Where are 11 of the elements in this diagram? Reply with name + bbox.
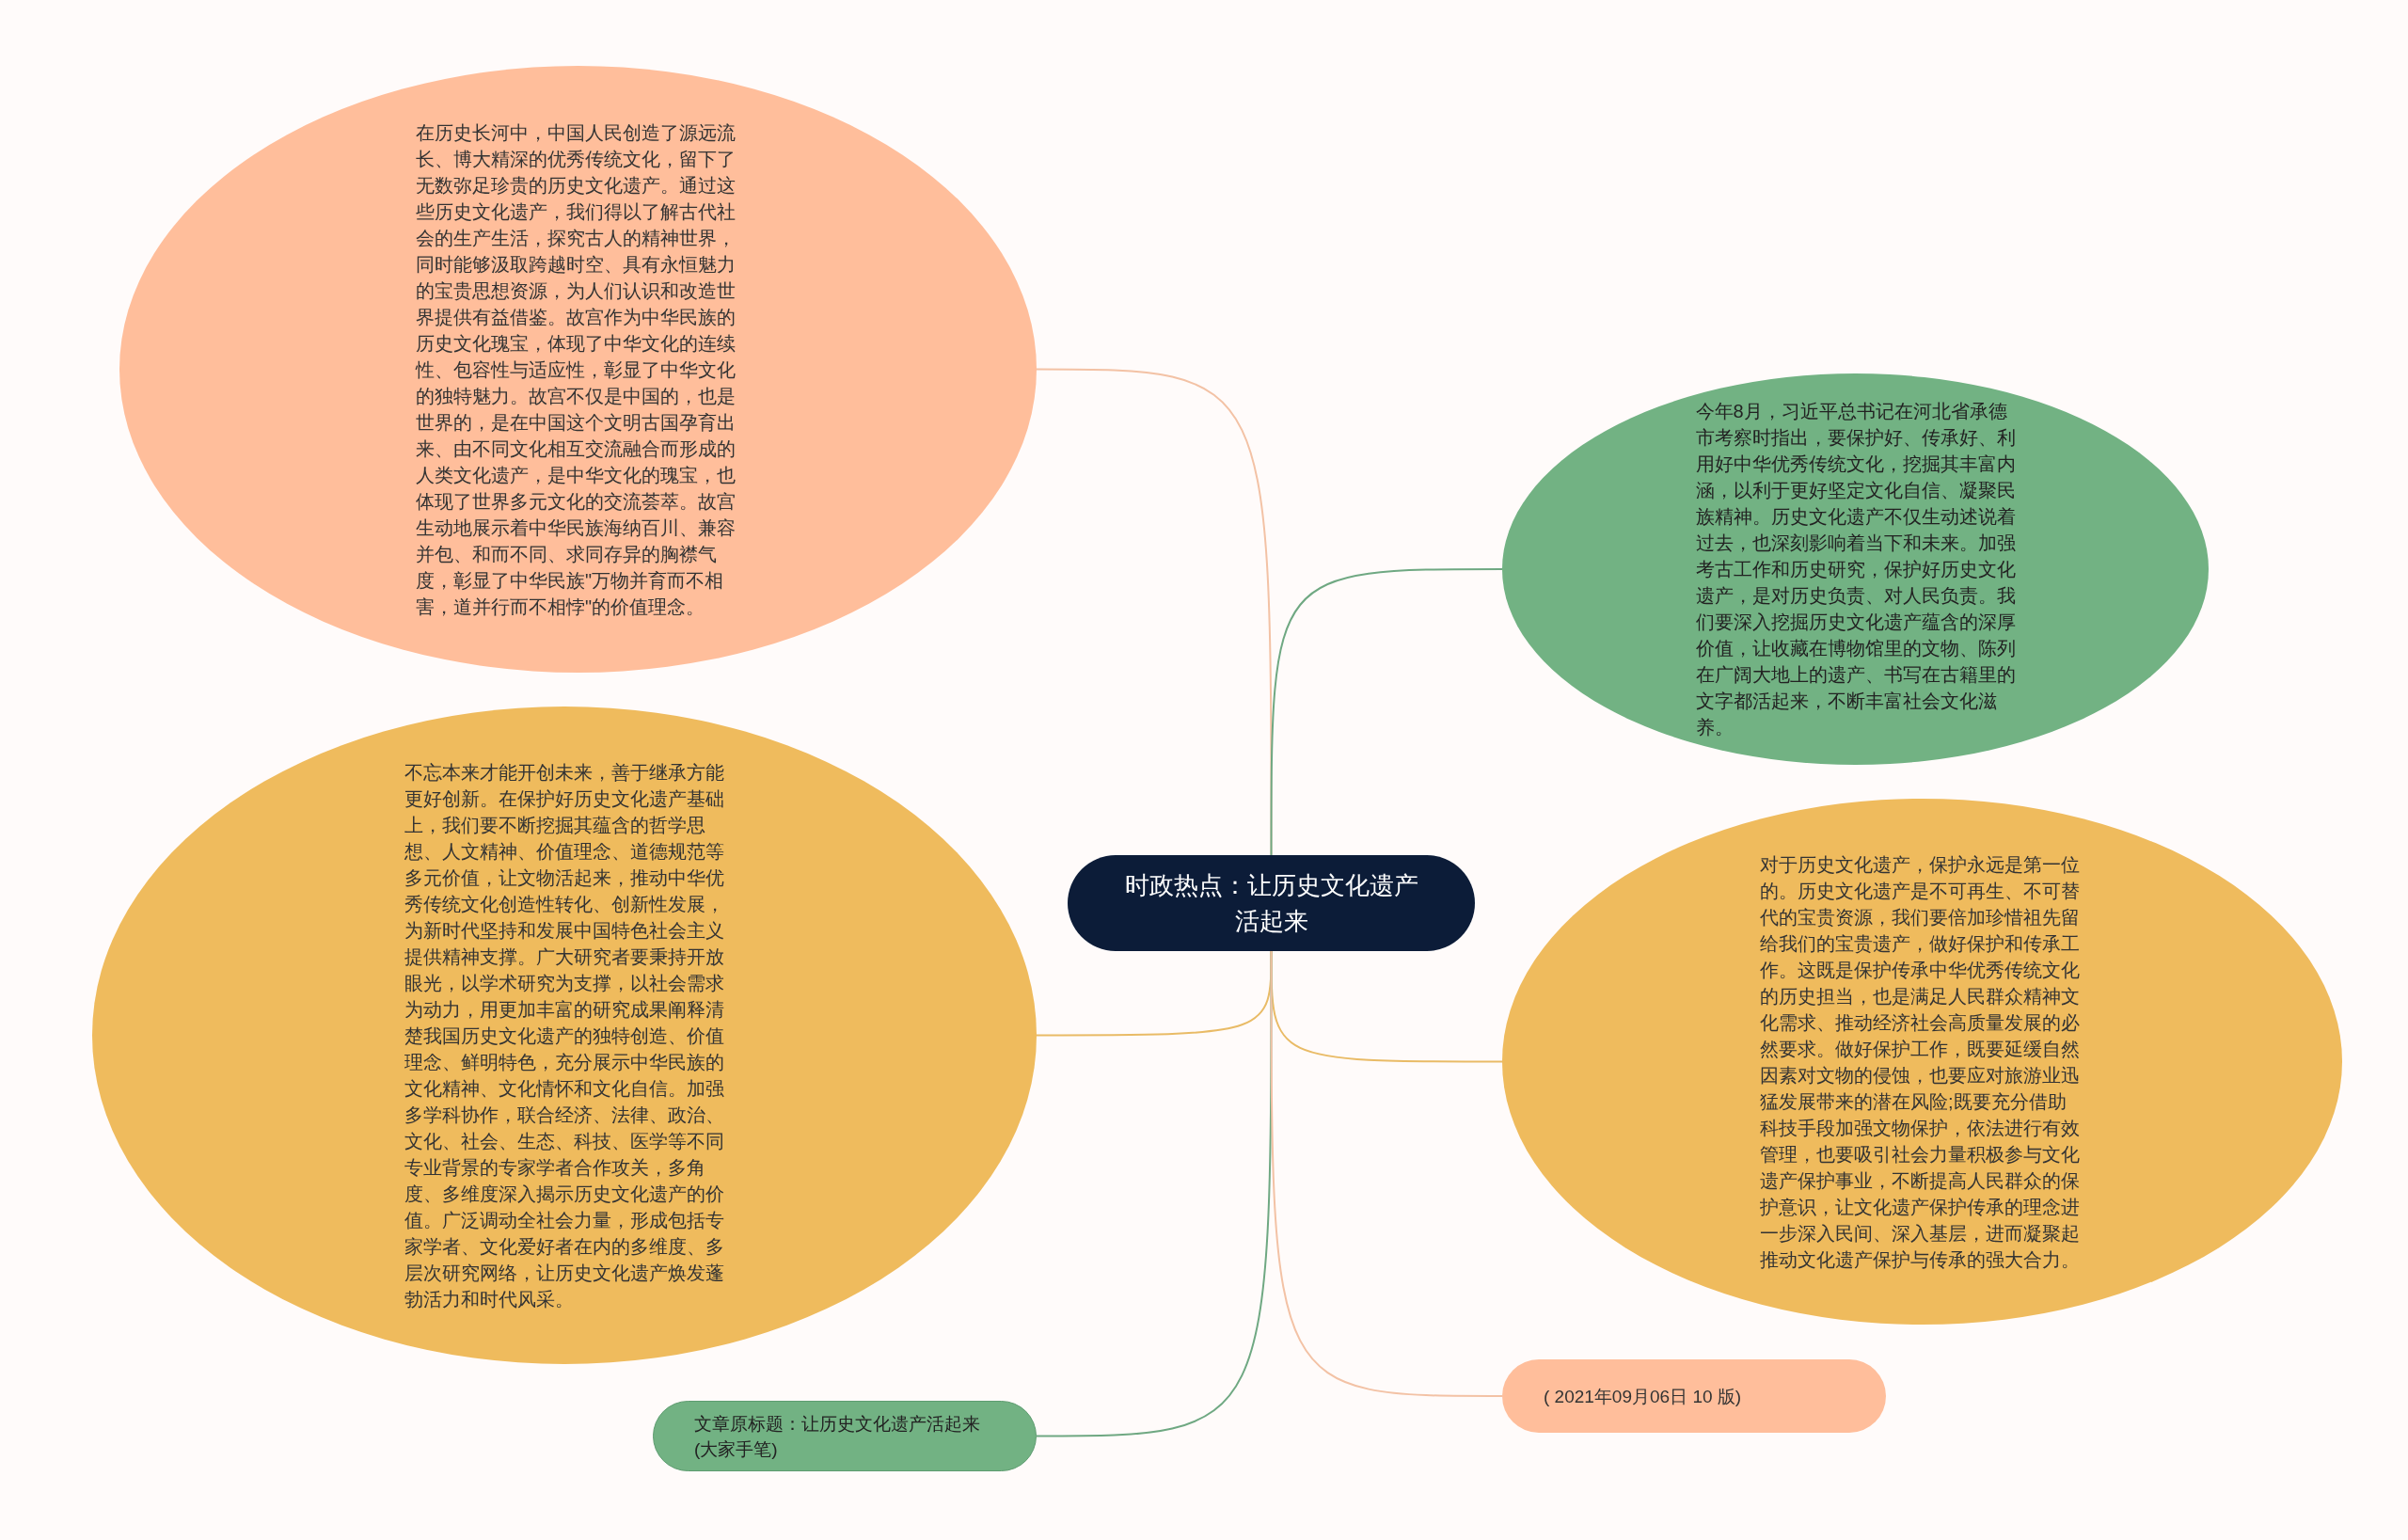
connector-line	[1270, 568, 1503, 856]
connector-line	[1036, 368, 1273, 856]
node-text: 文章原标题：让历史文化遗产活起来(大家手笔)	[694, 1412, 981, 1461]
node-text: 时政热点：让历史文化遗产活起来	[1123, 870, 1419, 937]
node-text: ( 2021年09月06日 10 版)	[1544, 1385, 1743, 1408]
node-text: 不忘本来才能开创未来，善于继承方能更好创新。在保护好历史文化遗产基础上，我们要不断挖掘其蕴含的哲学思想、人文精神、价值理念、道德规范等多元价值，让文物活起来，推动中华优秀传统文化创造性转化、创新性发展，为新时代坚持和发展中国特色社会主义提供精神支撑。广大研究者要秉持开放眼光，以学术研究为支撑，以社会需求为动力，用更加丰富的研究成果阐释清楚我国历史文化遗产的独特创造、价值理念、鲜明特色，充分展示中华民族的文化精神、文化情怀和文化自信。加强多学科协作，联合经济、法律、政治、文化、社会、生态、科技、医学等不同专业背景的专家学者合作攻关，多角度、多维度深入揭示历史文化遗产的价值。广泛调动全社会力量，形成包括专家学者、文化爱好者在内的多维度、多层次研究网络，让历史文化遗产焕发蓬勃活力和时代风采。	[404, 760, 724, 1311]
node-text: 在历史长河中，中国人民创造了源远流长、博大精深的优秀传统文化，留下了无数弥足珍贵的历史文化遗产。通过这些历史文化遗产，我们得以了解古代社会的生产生活，探究古人的精神世界，同时能够汲取跨越时空、具有永恒魅力的宝贵思想资源，为人们认识和改造世界提供有益借鉴。故宫作为中华民族的历史文化瑰宝，体现了中华文化的连续性、包容性与适应性，彰显了中华文化的独特魅力。故宫不仅是中国的，也是世界的，是在中国这个文明古国孕育出来、由不同文化相互交流融合而形成的人类文化遗产，是中华文化的瑰宝，也体现了世界多元文化的交流荟萃。故宫生动地展示着中华民族海纳百川、兼容并包、和而不同、求同存异的胸襟气度，彰显了中华民族"万物并育而不相害，道并行而不相悖"的价值理念。	[416, 120, 737, 619]
connector-line	[1270, 950, 1503, 1397]
node-text: 对于历史文化遗产，保护永远是第一位的。历史文化遗产是不可再生、不可替代的宝贵资源，我们要倍加珍惜祖先留给我们的宝贵遗产，做好保护和传承工作。这既是保护传承中华优秀传统文化的历史担当，也是满足人民群众精神文化需求、推动经济社会高质量发展的必然要求。做好保护工作，既要延缓自然因素对文物的侵蚀，也要应对旅游业迅猛发展带来的潜在风险;既要充分借助科技手段加强文物保护，依法进行有效管理，也要吸引社会力量积极参与文化遗产保护事业，不断提高人民群众的保护意识，让文化遗产保护传承的理念进一步深入民间、深入基层，进而凝聚起推动文化遗产保护与传承的强大合力。	[1760, 852, 2081, 1272]
node-text: 今年8月，习近平总书记在河北省承德市考察时指出，要保护好、传承好、利用好中华优秀传统文化，挖掘其丰富内涵，以利于更好坚定文化自信、凝聚民族精神。历史文化遗产不仅生动述说着过去，也深刻影响着当下和未来。加强考古工作和历史研究，保护好历史文化遗产，是对历史负责、对人民负责。我们要深入挖掘历史文化遗产蕴含的深厚价值，让收藏在博物馆里的文物、陈列在广阔大地上的遗产、书写在古籍里的文字都活起来，不断丰富社会文化滋养。	[1695, 400, 2016, 739]
connector-line	[1036, 950, 1273, 1437]
